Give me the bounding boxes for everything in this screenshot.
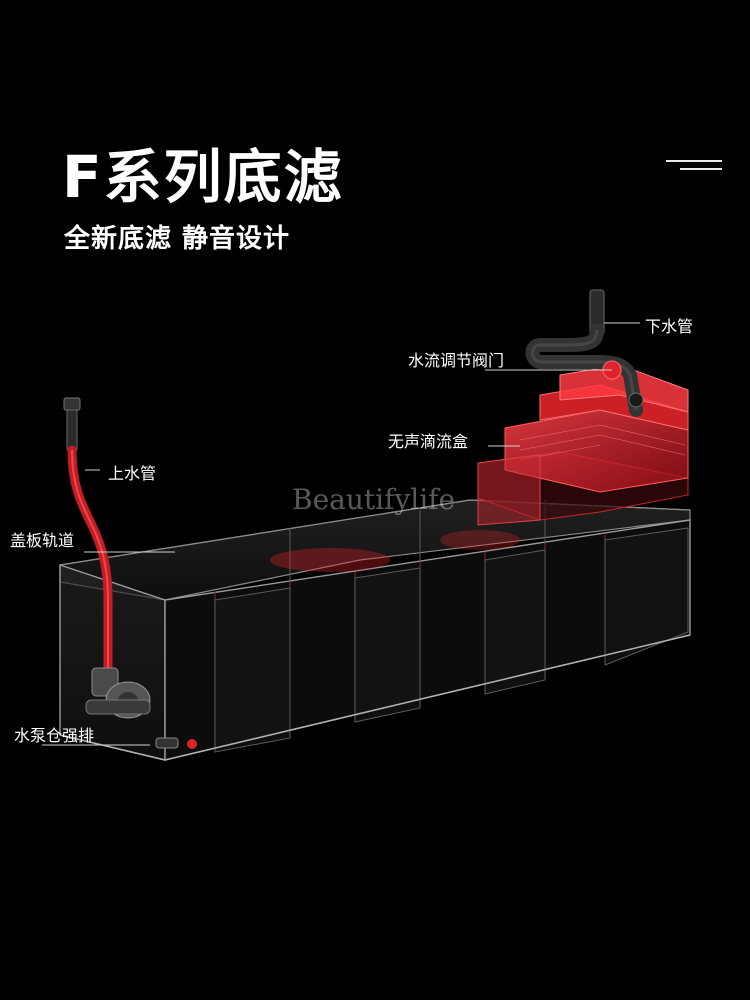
callout-lines [42, 322, 640, 746]
decor-line-top [666, 160, 722, 162]
label-flow-valve: 水流调节阀门 [408, 351, 505, 370]
tank-body [59, 499, 691, 761]
drip-box [477, 364, 689, 526]
decor-line-bottom [680, 168, 722, 170]
inlet-pipe [63, 397, 113, 695]
label-outlet-pipe: 下水管 [645, 317, 694, 336]
pump [85, 667, 151, 719]
page-title: F系列底滤 [62, 143, 344, 211]
outlet-pipe [525, 289, 644, 417]
label-lid-track: 盖板轨道 [10, 531, 75, 550]
label-inlet-pipe: 上水管 [108, 464, 157, 483]
page-subtitle: 全新底滤 静音设计 [64, 224, 291, 254]
label-pump-drain: 水泵仓强排 [14, 726, 95, 745]
watermark: Beautifylife [292, 483, 456, 516]
drain-valve [155, 737, 197, 749]
label-drip-box: 无声滴流盒 [388, 432, 469, 451]
